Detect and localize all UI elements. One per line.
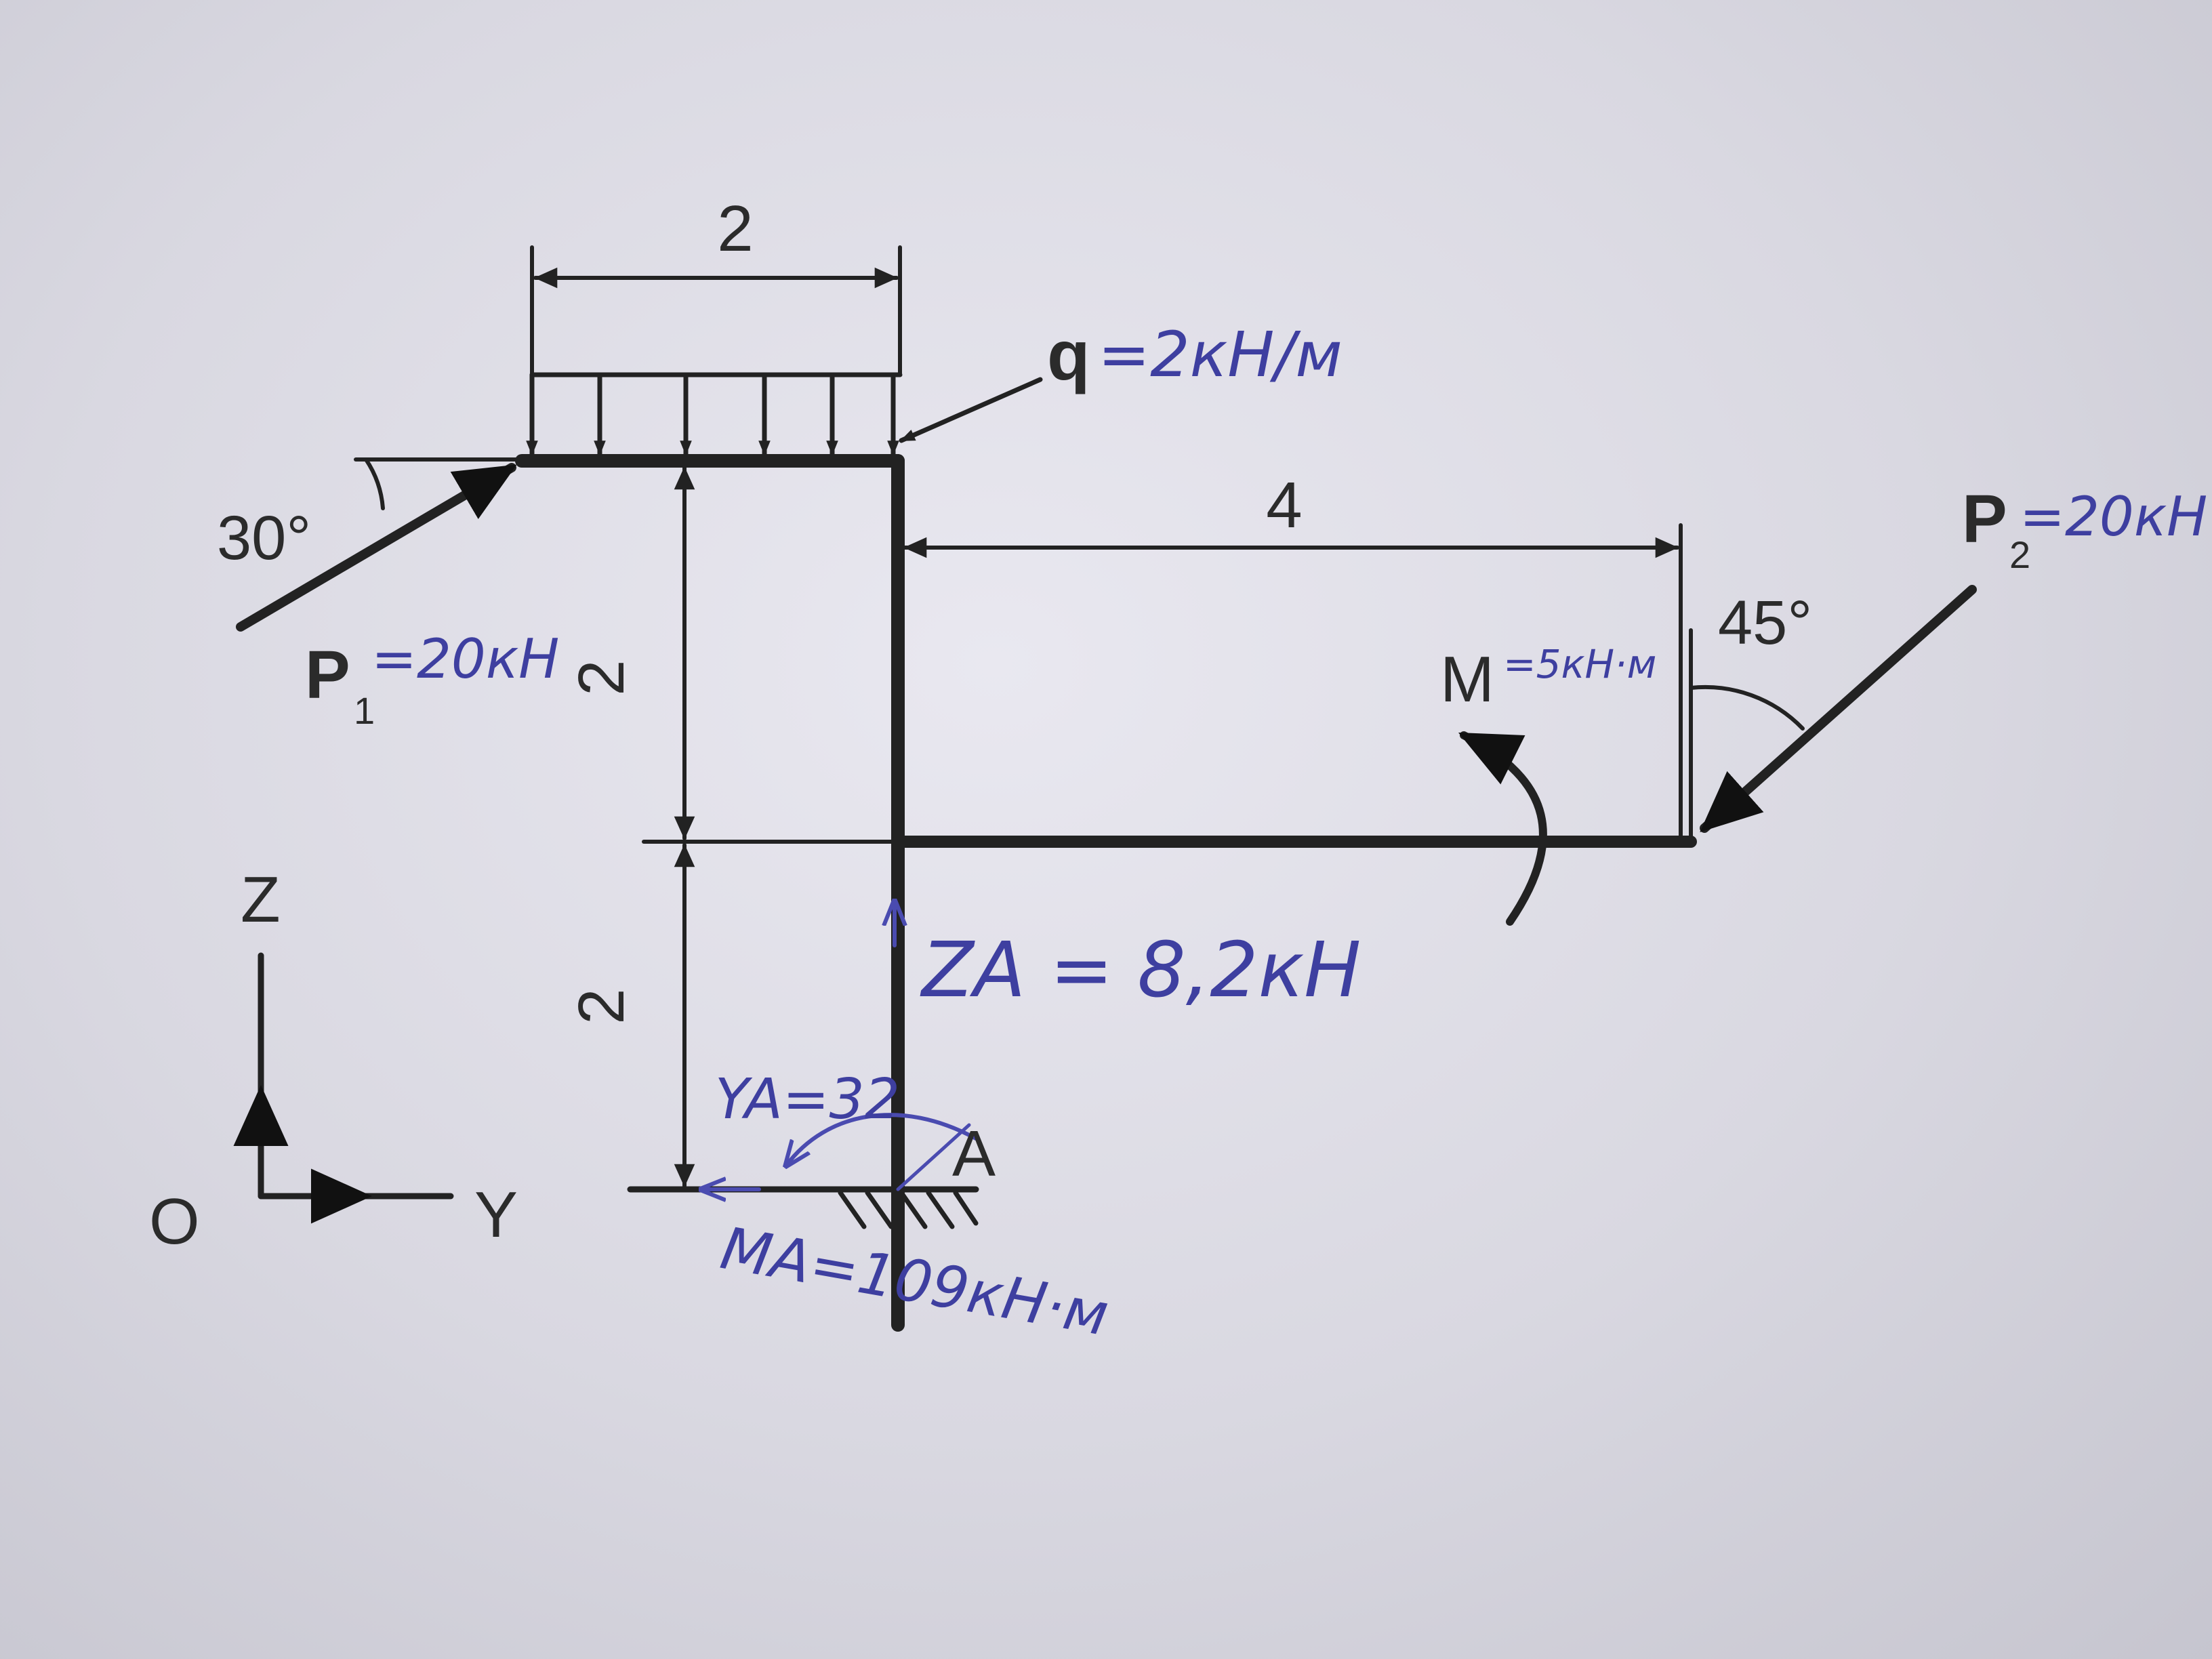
angle-arc-30 <box>364 457 385 510</box>
distributed-load <box>526 372 1043 457</box>
p2-subscript: 2 <box>2009 533 2030 576</box>
za-value: ZA = 8,2кН <box>920 926 1361 1015</box>
axis-y-label: Y <box>474 1179 518 1251</box>
m-symbol: M <box>1440 643 1494 716</box>
ya-value: YA=32 <box>715 1067 900 1132</box>
q-value: =2кН/м <box>1098 319 1343 391</box>
dim-top-label: 2 <box>717 192 753 265</box>
dimension-top <box>530 245 902 377</box>
reaction-marks <box>701 901 978 1189</box>
axis-z-label: Z <box>241 863 281 936</box>
angle-arc-45 <box>1689 684 1805 731</box>
force-p1 <box>236 457 517 632</box>
fixed-support <box>627 1186 979 1229</box>
dim-vertical-lower-label: 2 <box>565 988 638 1024</box>
p2-symbol: P <box>1962 481 2007 557</box>
frame <box>354 454 1697 1332</box>
dim-vertical-upper-label: 2 <box>565 659 638 695</box>
p2-value: =20кН <box>2020 485 2207 548</box>
coordinate-axes <box>233 952 454 1224</box>
angle-p2-label: 45° <box>1718 588 1812 657</box>
moment-m <box>1458 731 1547 926</box>
p1-value: =20кН <box>371 628 559 691</box>
axis-o-label: O <box>149 1185 200 1258</box>
q-symbol: q <box>1047 316 1090 395</box>
dim-horizontal-label: 4 <box>1266 469 1302 541</box>
p1-symbol: P <box>305 637 350 713</box>
q-leader <box>899 377 1043 443</box>
p1-subscript: 1 <box>354 689 375 732</box>
point-a-label: A <box>952 1118 996 1190</box>
dimension-vertical <box>642 466 897 1188</box>
dimension-horizontal <box>903 523 1683 839</box>
angle-p1-label: 30° <box>217 504 311 573</box>
force-p2 <box>1689 585 1977 844</box>
m-value: =5кН·м <box>1503 641 1656 687</box>
ma-value: MA=109кН·м <box>716 1214 1113 1349</box>
